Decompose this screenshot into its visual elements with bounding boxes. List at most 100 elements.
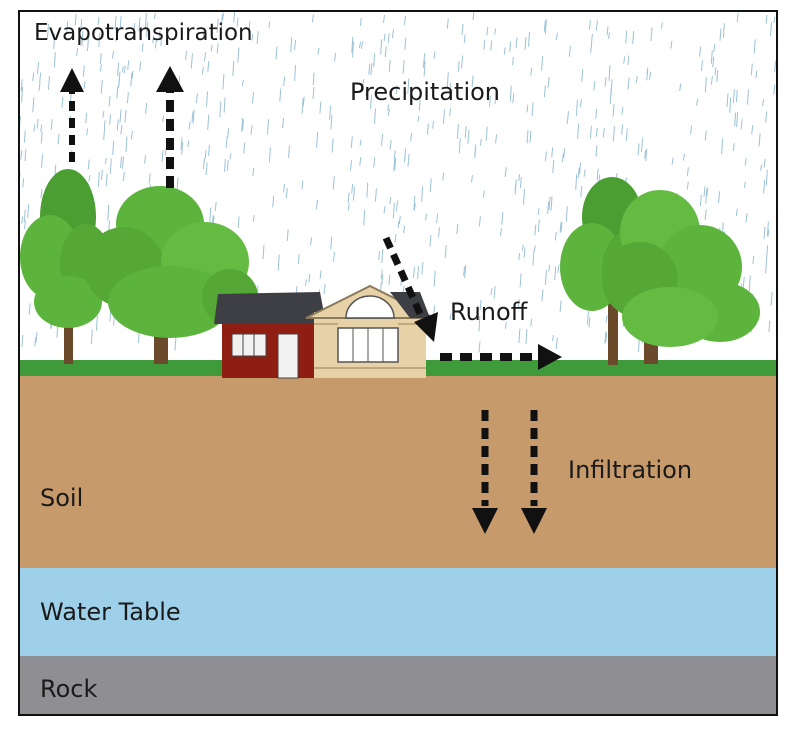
rain-streak: [112, 140, 115, 156]
rain-streak: [187, 140, 190, 148]
rain-streak: [575, 174, 578, 190]
rain-streak: [268, 21, 271, 28]
rain-streak: [241, 117, 244, 132]
rain-streak: [644, 150, 647, 159]
rain-streak: [202, 158, 205, 170]
rain-streak: [380, 269, 383, 280]
rain-streak: [463, 34, 466, 44]
rain-streak: [523, 188, 525, 205]
rain-streak: [773, 84, 776, 95]
rain-streak: [682, 153, 685, 161]
rain-streak: [227, 128, 230, 138]
rain-streak: [417, 115, 420, 123]
rain-streak: [350, 160, 352, 171]
rain-streak: [222, 73, 225, 90]
rain-streak: [476, 305, 479, 314]
rain-streak: [555, 32, 558, 40]
rain-streak: [605, 315, 608, 323]
evapotranspiration-arrows: [60, 66, 184, 188]
rain-streak: [526, 104, 529, 113]
rain-streak: [252, 167, 255, 177]
rain-streak: [38, 82, 41, 91]
rain-streak: [493, 286, 496, 299]
rain-streak: [130, 72, 133, 87]
rain-streak: [104, 157, 107, 165]
rain-streak: [373, 53, 376, 68]
rain-streak: [563, 148, 566, 159]
rain-streak: [286, 229, 289, 241]
rain-streak: [237, 47, 240, 63]
rain-streak: [770, 291, 773, 306]
rain-streak: [637, 337, 640, 352]
rain-streak: [378, 251, 381, 261]
rain-streak: [690, 125, 693, 135]
rain-streak: [208, 144, 210, 156]
rain-streak: [33, 124, 36, 132]
rain-streak: [736, 12, 739, 22]
rain-streak: [353, 186, 355, 201]
rain-streak: [74, 13, 77, 26]
rain-streak: [450, 89, 453, 99]
rock-layer: [20, 656, 776, 714]
rain-streak: [763, 159, 766, 168]
rain-streak: [413, 195, 416, 210]
rain-streak: [398, 215, 401, 225]
rain-streak: [174, 335, 177, 351]
rain-streak: [421, 186, 424, 202]
rain-streak: [701, 60, 703, 72]
rain-streak: [736, 112, 739, 128]
rain-streak: [532, 250, 535, 266]
arrowhead-infiltration-left: [472, 508, 498, 534]
rain-streak: [567, 111, 569, 122]
rain-streak: [312, 14, 314, 23]
rain-streak: [635, 75, 638, 83]
rain-streak: [396, 200, 398, 212]
rain-streak: [512, 56, 514, 66]
rain-streak: [526, 129, 529, 144]
rain-streak: [464, 125, 467, 139]
rain-streak: [456, 124, 459, 139]
rain-streak: [449, 108, 452, 116]
rain-streak: [100, 169, 103, 180]
rain-streak: [37, 61, 39, 74]
rain-streak: [272, 195, 275, 208]
rain-streak: [609, 88, 612, 104]
rain-streak: [463, 266, 466, 276]
rain-streak: [519, 273, 522, 288]
rain-streak: [744, 157, 747, 166]
rain-streak: [699, 46, 702, 57]
rain-streak: [732, 89, 735, 104]
rain-streak: [256, 31, 259, 45]
rain-streak: [478, 216, 481, 227]
rain-streak: [290, 37, 293, 53]
rain-streak: [252, 215, 255, 222]
rain-streak: [381, 249, 384, 264]
rain-streak: [24, 149, 27, 162]
rain-streak: [131, 70, 134, 79]
rain-streak: [148, 173, 151, 184]
rain-streak: [116, 86, 119, 99]
rain-streak: [446, 18, 449, 29]
rain-streak: [765, 169, 768, 186]
rain-streak: [53, 33, 56, 50]
rain-streak: [389, 140, 392, 150]
rain-streak: [482, 190, 485, 197]
rain-streak: [393, 150, 396, 159]
rain-streak: [316, 131, 319, 148]
rain-streak: [114, 15, 117, 30]
rain-streak: [120, 156, 122, 169]
rain-streak: [464, 264, 467, 279]
rain-streak: [517, 298, 520, 308]
rain-streak: [139, 61, 142, 71]
rain-streak: [99, 53, 102, 65]
rain-streak: [729, 97, 732, 113]
rain-streak: [387, 104, 390, 111]
rain-streak: [518, 328, 521, 344]
rain-streak: [216, 43, 219, 54]
rain-streak: [551, 147, 554, 158]
rain-streak: [144, 12, 147, 28]
rain-streak: [125, 136, 128, 152]
rain-streak: [185, 51, 187, 60]
rain-streak: [297, 253, 300, 265]
rain-streak: [20, 150, 23, 160]
